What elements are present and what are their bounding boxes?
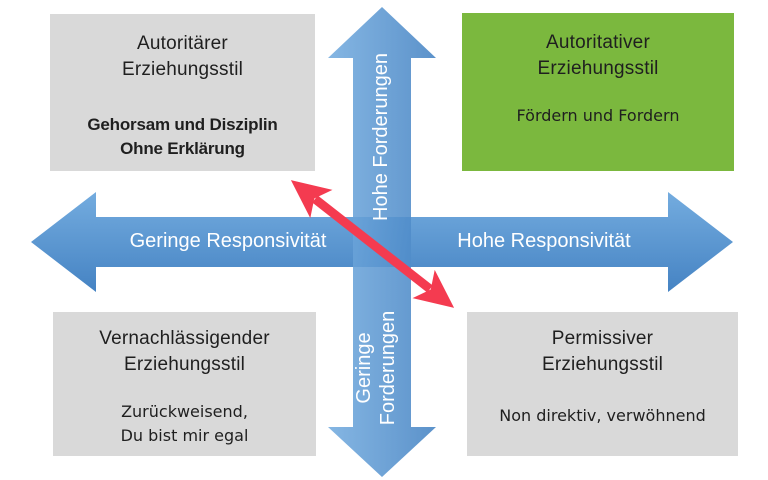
- quadrant-title-line1: Permissiver: [551, 328, 654, 349]
- quadrant-neglectful: Vernachlässigender Erziehungsstil Zurück…: [53, 312, 316, 456]
- quadrant-title: Autoritärer Erziehungsstil: [122, 31, 243, 83]
- quadrant-description-line1: Zurückweisend,: [121, 402, 248, 421]
- axis-label-low-responsiveness: Geringe Responsivität: [129, 230, 327, 252]
- quadrant-title-line1: Autoritativer: [546, 32, 650, 53]
- quadrant-authoritarian: Autoritärer Erziehungsstil Gehorsam und …: [50, 14, 315, 171]
- axis-label-high-demands: Hohe Forderungen: [370, 53, 392, 221]
- quadrant-description-line2: Du bist mir egal: [120, 426, 249, 445]
- quadrant-description-line1: Gehorsam und Disziplin: [87, 115, 278, 134]
- quadrant-title-line1: Autoritärer: [137, 33, 228, 54]
- quadrant-title: Vernachlässigender Erziehungsstil: [99, 326, 270, 378]
- quadrant-title-line2: Erziehungsstil: [537, 58, 659, 79]
- quadrant-title-line2: Erziehungsstil: [541, 354, 664, 375]
- quadrant-description: Non direktiv, verwöhnend: [499, 404, 705, 428]
- quadrant-title: Autoritativer Erziehungsstil: [537, 30, 658, 82]
- quadrant-description: Zurückweisend, Du bist mir egal: [121, 400, 249, 448]
- quadrant-authoritative: Autoritativer Erziehungsstil Fördern und…: [462, 13, 734, 171]
- quadrant-title-line1: Vernachlässigender: [99, 328, 270, 349]
- diagonal-double-arrow: [290, 180, 455, 308]
- quadrant-title: Permissiver Erziehungsstil: [542, 326, 663, 378]
- quadrant-description: Fördern und Fordern: [517, 104, 680, 128]
- axis-label-high-responsiveness: Hohe Responsivität: [457, 230, 631, 252]
- axis-label-low-demands: Geringe Forderungen: [352, 293, 400, 443]
- quadrant-permissive: Permissiver Erziehungsstil Non direktiv,…: [467, 312, 738, 456]
- quadrant-description: Gehorsam und Disziplin Ohne Erklärung: [87, 113, 277, 161]
- axis-label-low-demands-line2: Forderungen: [377, 310, 399, 426]
- quadrant-title-line2: Erziehungsstil: [123, 354, 246, 375]
- quadrant-description-line2: Ohne Erklärung: [120, 139, 245, 158]
- axis-label-low-demands-line1: Geringe: [353, 332, 375, 404]
- quadrant-description-line1: Non direktiv, verwöhnend: [499, 406, 706, 425]
- quadrant-description-line1: Fördern und Fordern: [516, 106, 680, 125]
- quadrant-title-line2: Erziehungsstil: [121, 59, 244, 80]
